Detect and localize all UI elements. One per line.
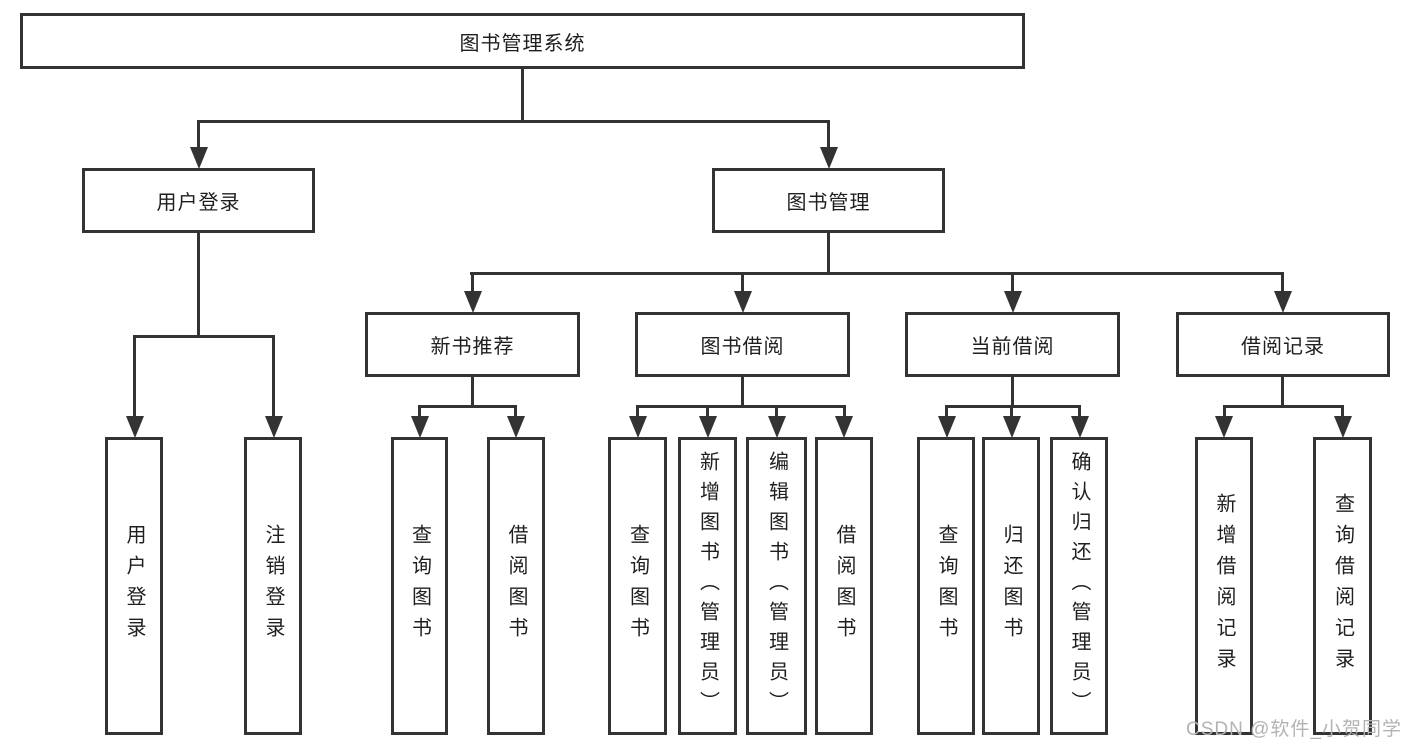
node-logout-label: 注销登录 bbox=[262, 524, 284, 648]
node-bb-query-books-label: 查询图书 bbox=[626, 524, 649, 648]
connector-user-login-rail bbox=[133, 335, 275, 338]
node-current-borrowing-label: 当前借阅 bbox=[970, 336, 1055, 358]
node-new-book-recommend-label: 新书推荐 bbox=[430, 336, 515, 358]
connector-book-mgmt-stem bbox=[827, 233, 830, 272]
arrowhead-icon bbox=[1003, 416, 1021, 438]
node-library-system-label: 图书管理系统 bbox=[459, 32, 586, 55]
node-br-query-record: 查询借阅记录 bbox=[1313, 437, 1372, 735]
node-cb-return-books-label: 归还图书 bbox=[1000, 524, 1022, 648]
connector-root-stem bbox=[521, 69, 524, 120]
connector-drop-nb-query bbox=[418, 405, 421, 420]
arrowhead-icon bbox=[629, 416, 647, 438]
connector-drop-current-borrowing bbox=[1011, 272, 1014, 295]
node-new-book-recommend: 新书推荐 bbox=[365, 312, 580, 377]
node-bb-borrow-books: 借阅图书 bbox=[815, 437, 873, 735]
connector-borrow-record-rail bbox=[1223, 405, 1344, 408]
arrowhead-icon bbox=[265, 416, 283, 438]
node-cb-return-books: 归还图书 bbox=[982, 437, 1040, 735]
connector-new-book-stem bbox=[471, 377, 474, 405]
connector-drop-user-login bbox=[197, 120, 200, 150]
connector-drop-book-borrowing bbox=[741, 272, 744, 295]
node-user-login: 用户登录 bbox=[82, 168, 315, 233]
arrowhead-icon bbox=[1274, 291, 1292, 313]
connector-drop-new-book-recommend bbox=[471, 272, 474, 295]
node-cb-query-books: 查询图书 bbox=[917, 437, 975, 735]
node-cb-confirm-return-admin-label: 确认归还（管理员） bbox=[1068, 451, 1090, 721]
connector-drop-borrow-records bbox=[1281, 272, 1284, 295]
connector-drop-cb-confirm bbox=[1078, 405, 1081, 420]
arrowhead-icon bbox=[464, 291, 482, 313]
node-borrow-records-label: 借阅记录 bbox=[1241, 336, 1325, 358]
node-bb-edit-books-admin: 编辑图书（管理员） bbox=[746, 437, 807, 735]
arrowhead-icon bbox=[1215, 416, 1233, 438]
connector-new-book-rail bbox=[418, 405, 517, 408]
connector-current-borrow-stem bbox=[1011, 377, 1014, 405]
connector-book-borrow-stem bbox=[741, 377, 744, 405]
node-book-management: 图书管理 bbox=[712, 168, 945, 233]
node-br-query-record-label: 查询借阅记录 bbox=[1331, 493, 1354, 679]
node-user-login-leaf-label: 用户登录 bbox=[123, 524, 145, 648]
arrowhead-icon bbox=[507, 416, 525, 438]
arrowhead-icon bbox=[190, 147, 208, 169]
connector-drop-br-query bbox=[1341, 405, 1344, 420]
node-borrow-records: 借阅记录 bbox=[1176, 312, 1390, 377]
connector-drop-book-mgmt bbox=[827, 120, 830, 150]
connector-drop-cb-query bbox=[945, 405, 948, 420]
connector-user-login-stem bbox=[197, 233, 200, 335]
connector-level3-rail bbox=[470, 272, 1284, 275]
node-cb-confirm-return-admin: 确认归还（管理员） bbox=[1050, 437, 1108, 735]
node-bb-add-books-admin: 新增图书（管理员） bbox=[678, 437, 737, 735]
arrowhead-icon bbox=[1334, 416, 1352, 438]
arrowhead-icon bbox=[835, 416, 853, 438]
connector-drop-bb-borrow bbox=[843, 405, 846, 420]
connector-drop-bb-edit bbox=[775, 405, 778, 420]
node-book-borrowing-label: 图书借阅 bbox=[700, 336, 785, 358]
node-book-management-label: 图书管理 bbox=[786, 192, 871, 214]
node-bb-edit-books-admin-label: 编辑图书（管理员） bbox=[765, 451, 788, 721]
arrowhead-icon bbox=[734, 291, 752, 313]
node-user-login-leaf: 用户登录 bbox=[105, 437, 163, 735]
node-br-add-record: 新增借阅记录 bbox=[1195, 437, 1253, 735]
node-cb-query-books-label: 查询图书 bbox=[935, 524, 957, 648]
node-br-add-record-label: 新增借阅记录 bbox=[1213, 493, 1235, 679]
arrowhead-icon bbox=[1071, 416, 1089, 438]
arrowhead-icon bbox=[126, 416, 144, 438]
arrowhead-icon bbox=[411, 416, 429, 438]
connector-drop-nb-borrow bbox=[514, 405, 517, 420]
connector-borrow-record-stem bbox=[1281, 377, 1284, 405]
arrowhead-icon bbox=[768, 416, 786, 438]
node-nb-borrow-books: 借阅图书 bbox=[487, 437, 545, 735]
node-bb-add-books-admin-label: 新增图书（管理员） bbox=[696, 451, 719, 721]
node-nb-query-books: 查询图书 bbox=[391, 437, 448, 735]
arrowhead-icon bbox=[1004, 291, 1022, 313]
connector-level2-rail bbox=[197, 120, 830, 123]
node-book-borrowing: 图书借阅 bbox=[635, 312, 850, 377]
node-current-borrowing: 当前借阅 bbox=[905, 312, 1120, 377]
watermark: CSDN @软件_小贺同学 bbox=[1186, 719, 1402, 740]
node-library-system: 图书管理系统 bbox=[20, 13, 1025, 69]
node-logout: 注销登录 bbox=[244, 437, 302, 735]
arrowhead-icon bbox=[699, 416, 717, 438]
node-nb-query-books-label: 查询图书 bbox=[408, 524, 431, 648]
connector-drop-cb-return bbox=[1010, 405, 1013, 420]
node-bb-query-books: 查询图书 bbox=[608, 437, 667, 735]
connector-drop-bb-add bbox=[706, 405, 709, 420]
arrowhead-icon bbox=[938, 416, 956, 438]
node-nb-borrow-books-label: 借阅图书 bbox=[505, 524, 527, 648]
connector-drop-br-add bbox=[1223, 405, 1226, 420]
connector-drop-bb-query bbox=[636, 405, 639, 420]
node-bb-borrow-books-label: 借阅图书 bbox=[833, 524, 855, 648]
node-user-login-label: 用户登录 bbox=[156, 192, 241, 214]
connector-drop-logout bbox=[272, 335, 275, 420]
arrowhead-icon bbox=[820, 147, 838, 169]
connector-drop-login bbox=[133, 335, 136, 420]
connector-book-borrow-rail bbox=[636, 405, 845, 408]
